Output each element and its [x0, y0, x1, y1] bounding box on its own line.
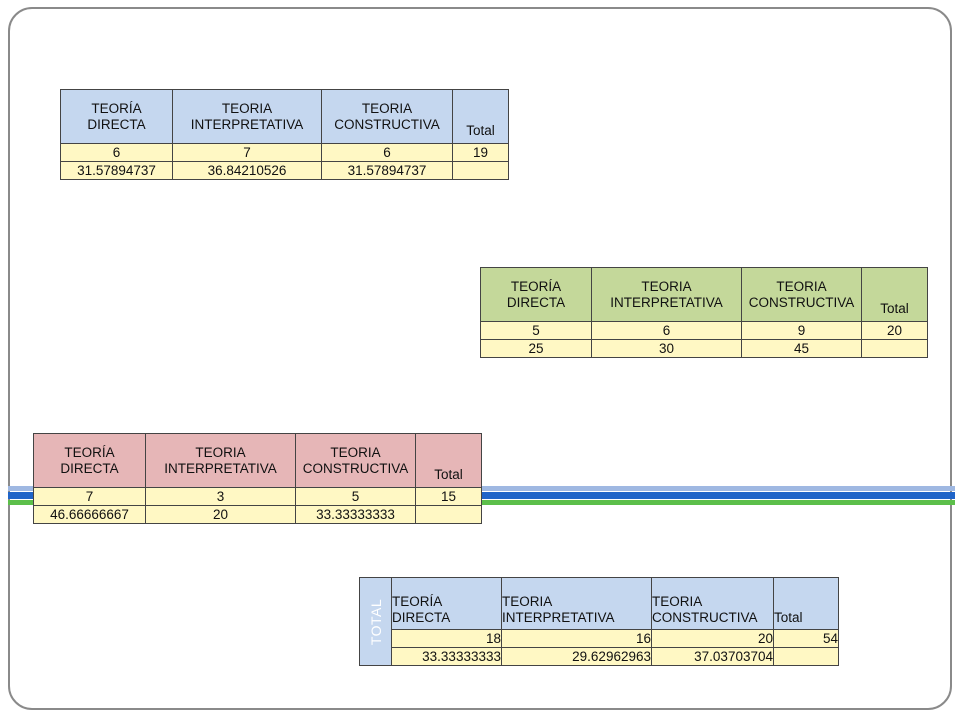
total-side-label: TOTAL — [359, 577, 392, 666]
table-cell: 37.03703704 — [651, 647, 774, 666]
table-row-counts: 6 7 6 19 — [60, 143, 509, 162]
decorative-band-green — [8, 500, 955, 505]
table-row-percents: 46.66666667 20 33.33333333 — [33, 505, 482, 524]
total-side-text: TOTAL — [367, 598, 384, 645]
header-teoria-directa: TEORÍA DIRECTA — [391, 577, 502, 630]
header-teoria-directa: TEORÍA DIRECTA — [33, 433, 146, 488]
table-row-percents: 33.33333333 29.62962963 37.03703704 — [360, 647, 839, 666]
table-row-counts: 5 6 9 20 — [480, 321, 928, 340]
table-cell: 25 — [480, 339, 592, 358]
header-teoria-directa: TEORÍA DIRECTA — [60, 89, 173, 144]
table-cell: 18 — [391, 629, 502, 648]
header-total: Total — [415, 433, 482, 488]
table-cell: 31.57894737 — [60, 161, 173, 180]
header-teoria-constructiva: TEORIA CONSTRUCTIVA — [321, 89, 453, 144]
table-row-counts: 7 3 5 15 — [33, 487, 482, 506]
table-row-percents: 25 30 45 — [480, 339, 928, 358]
results-table-3: TEORÍA DIRECTA TEORIA INTERPRETATIVA TEO… — [33, 433, 482, 524]
table-cell: 20 — [861, 321, 928, 340]
table-cell: 20 — [651, 629, 774, 648]
table-cell — [773, 647, 839, 666]
table-cell — [452, 161, 509, 180]
table-cell: 15 — [415, 487, 482, 506]
header-teoria-interpretativa: TEORIA INTERPRETATIVA — [172, 89, 322, 144]
table-cell: 45 — [741, 339, 862, 358]
table-row-percents: 31.57894737 36.84210526 31.57894737 — [60, 161, 509, 180]
table-cell: 6 — [591, 321, 742, 340]
header-total: Total — [773, 577, 839, 630]
table-cell: 29.62962963 — [501, 647, 652, 666]
table-cell: 19 — [452, 143, 509, 162]
table-header-row: TEORÍA DIRECTA TEORIA INTERPRETATIVA TEO… — [33, 433, 482, 488]
table-cell: 7 — [172, 143, 322, 162]
table-cell: 9 — [741, 321, 862, 340]
table-header-row: TEORÍA DIRECTA TEORIA INTERPRETATIVA TEO… — [480, 267, 928, 322]
table-cell: 6 — [60, 143, 173, 162]
table-cell — [861, 339, 928, 358]
table-cell: 31.57894737 — [321, 161, 453, 180]
header-teoria-interpretativa: TEORIA INTERPRETATIVA — [591, 267, 742, 322]
results-table-2: TEORÍA DIRECTA TEORIA INTERPRETATIVA TEO… — [480, 267, 928, 358]
table-cell: 16 — [501, 629, 652, 648]
decorative-band-light-blue — [8, 486, 955, 491]
header-teoria-constructiva: TEORIA CONSTRUCTIVA — [651, 577, 774, 630]
header-teoria-constructiva: TEORIA CONSTRUCTIVA — [741, 267, 862, 322]
table-cell: 5 — [480, 321, 592, 340]
table-cell: 33.33333333 — [391, 647, 502, 666]
header-teoria-interpretativa: TEORIA INTERPRETATIVA — [145, 433, 296, 488]
header-teoria-interpretativa: TEORIA INTERPRETATIVA — [501, 577, 652, 630]
table-cell: 7 — [33, 487, 146, 506]
results-table-total: TOTAL TEORÍA DIRECTA TEORIA INTERPRETATI… — [359, 577, 839, 666]
table-header-row: TEORÍA DIRECTA TEORIA INTERPRETATIVA TEO… — [60, 89, 509, 144]
table-row-counts: 18 16 20 54 — [360, 629, 839, 648]
table-cell: 46.66666667 — [33, 505, 146, 524]
decorative-band-blue — [8, 492, 955, 499]
table-cell: 30 — [591, 339, 742, 358]
table-cell: 20 — [145, 505, 296, 524]
table-header-row: TOTAL TEORÍA DIRECTA TEORIA INTERPRETATI… — [359, 577, 839, 666]
table-cell: 5 — [295, 487, 416, 506]
results-table-1: TEORÍA DIRECTA TEORIA INTERPRETATIVA TEO… — [60, 89, 509, 180]
table-cell: 33.33333333 — [295, 505, 416, 524]
table-cell: 6 — [321, 143, 453, 162]
header-total: Total — [861, 267, 928, 322]
table-cell: 36.84210526 — [172, 161, 322, 180]
table-cell — [415, 505, 482, 524]
table-cell: 54 — [773, 629, 839, 648]
header-teoria-directa: TEORÍA DIRECTA — [480, 267, 592, 322]
table-cell: 3 — [145, 487, 296, 506]
header-total: Total — [452, 89, 509, 144]
header-teoria-constructiva: TEORIA CONSTRUCTIVA — [295, 433, 416, 488]
